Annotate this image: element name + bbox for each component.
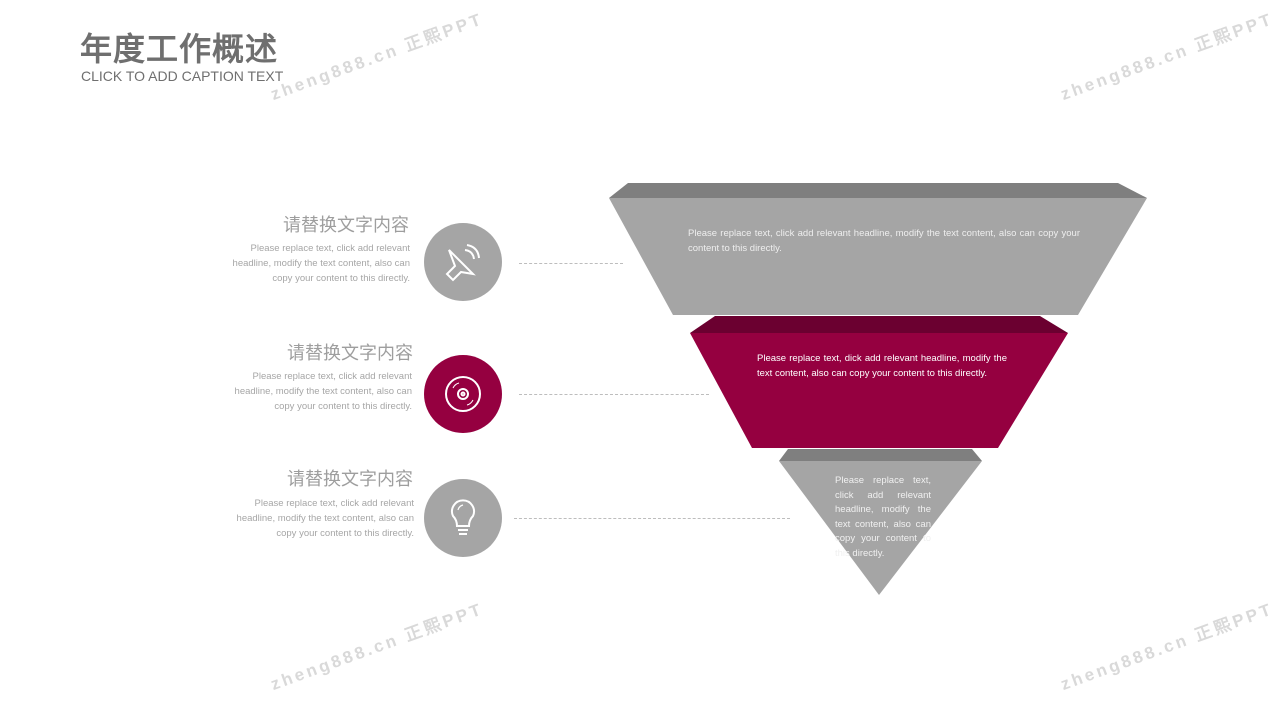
disc-icon [445, 376, 481, 412]
item-heading: 请替换文字内容 [283, 215, 409, 235]
funnel-level-1-top [609, 183, 1147, 198]
item-text: Please replace text, click add relevant … [234, 371, 412, 412]
connector-line [519, 263, 623, 264]
lightbulb-icon [451, 499, 475, 535]
speaker-circle [424, 223, 502, 301]
item-heading: 请替换文字内容 [287, 469, 413, 489]
disc-circle [424, 355, 502, 433]
page-title: 年度工作概述 [80, 31, 279, 67]
lightbulb-circle [424, 479, 502, 557]
page-caption: CLICK TO ADD CAPTION TEXT [81, 68, 284, 84]
funnel-level-2 [690, 333, 1068, 448]
item-text: Please replace text, click add relevant … [236, 498, 414, 539]
funnel-level-2-text: Please replace text, dick add relevant h… [757, 353, 1007, 379]
funnel-level-3-text: Please replace text, click add relevant … [835, 475, 931, 559]
item-text: Please replace text, click add relevant … [232, 243, 410, 284]
connector-line [519, 394, 709, 395]
item-heading: 请替换文字内容 [287, 343, 413, 363]
funnel-level-3-top [779, 449, 982, 461]
funnel-level-1 [609, 198, 1147, 315]
speaker-icon [445, 244, 480, 282]
funnel-level-1-text: Please replace text, click add relevant … [688, 228, 1080, 254]
funnel-level-2-top [690, 316, 1068, 333]
connector-line [514, 518, 790, 519]
funnel-level-3 [779, 461, 982, 595]
